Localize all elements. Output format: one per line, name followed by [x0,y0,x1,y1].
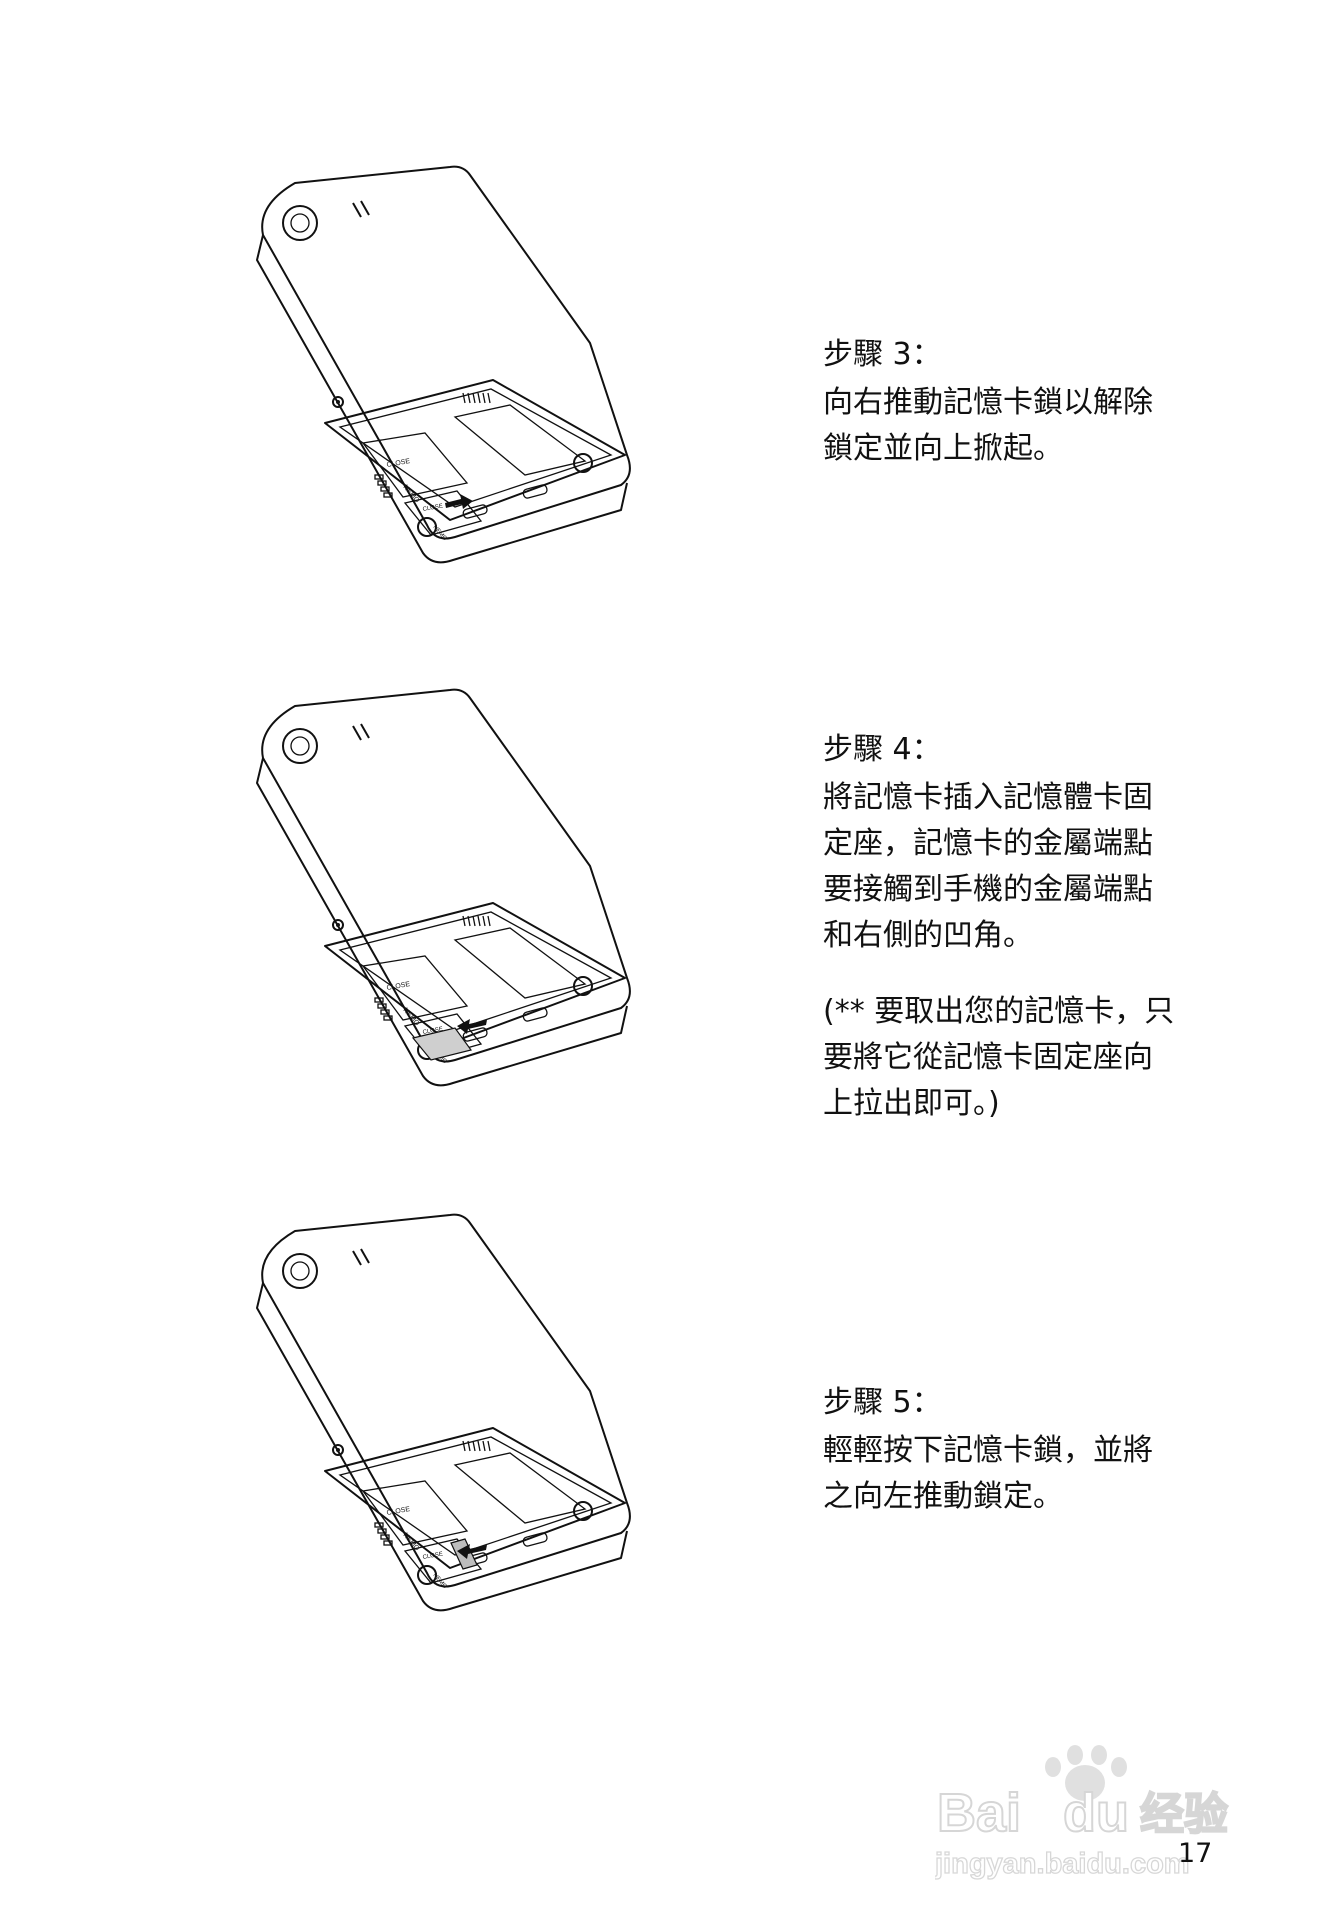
flash-dot-center-icon [336,923,340,927]
step-3-line-2: 鎖定並向上掀起。 [823,426,1203,472]
lock-tab [378,481,386,485]
step-3-text: 步驟 3： 向右推動記憶卡鎖以解除 鎖定並向上掀起。 [823,332,1203,472]
step-5-heading: 步驟 5： [823,1380,1203,1426]
step-3-heading: 步驟 3： [823,332,1203,378]
phone-illustration-step-4: CLOSENEΜOCLOSENEΜO [255,688,775,1168]
step-4-text: 步驟 4： 將記憶卡插入記憶體卡固 定座，記憶卡的金屬端點 要接觸到手機的金屬端… [823,727,1203,1127]
step-5-text: 步驟 5： 輕輕按下記憶卡鎖，並將 之向左推動鎖定。 [823,1380,1203,1520]
watermark-url: jingyan.baidu.com [935,1848,1190,1880]
step-4-note-line-2: 要將它從記憶卡固定座向 [823,1035,1203,1081]
step-4-note-line-3: 上拉出即可。) [823,1081,1203,1127]
watermark-brand: Bai [937,1783,1021,1843]
flash-dot-center-icon [336,400,340,404]
step-4-note-line-1: (** 要取出您的記憶卡，只 [823,989,1203,1035]
step-4-line-2: 定座，記憶卡的金屬端點 [823,821,1203,867]
flash-dot-center-icon [336,1448,340,1452]
watermark-brand-2: du [1063,1783,1129,1843]
watermark-chinese: 经验 [1140,1789,1228,1840]
step-3-line-1: 向右推動記憶卡鎖以解除 [823,380,1203,426]
lock-tab [378,1529,386,1533]
step-5-line-2: 之向左推動鎖定。 [823,1474,1203,1520]
lock-tab [378,1004,386,1008]
step-4-line-1: 將記憶卡插入記憶體卡固 [823,775,1203,821]
step-4-line-4: 和右側的凹角。 [823,913,1203,959]
step-4-heading: 步驟 4： [823,727,1203,773]
step-5-line-1: 輕輕按下記憶卡鎖，並將 [823,1428,1203,1474]
page-number: 17 [1178,1838,1212,1869]
step-4-line-3: 要接觸到手機的金屬端點 [823,867,1203,913]
